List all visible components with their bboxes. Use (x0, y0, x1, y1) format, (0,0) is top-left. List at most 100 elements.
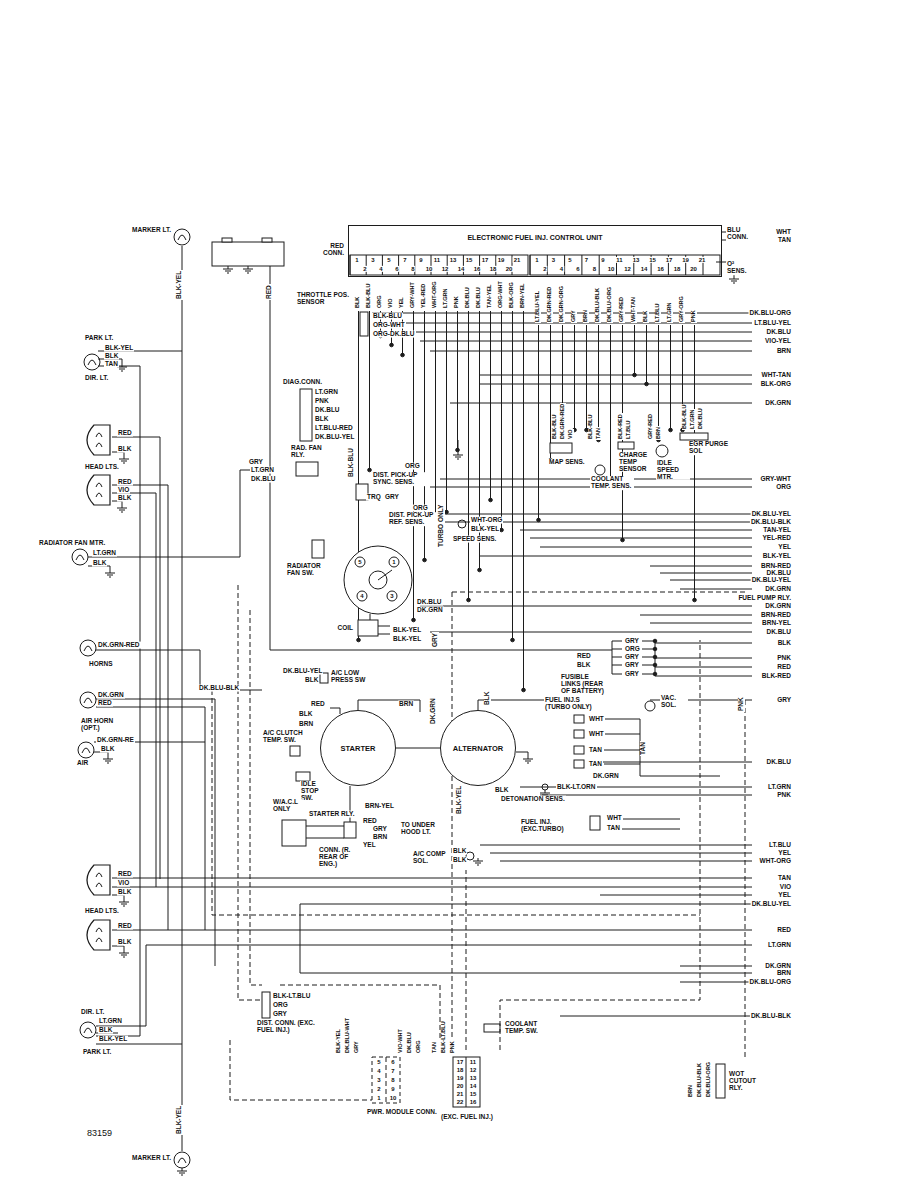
wire-label: DK.BLU-YEL (751, 511, 792, 518)
wire-label: BLK-YEL (392, 627, 422, 634)
wire-label: DK.GRN (764, 586, 792, 593)
wire-label: PNK (776, 792, 792, 799)
wire (112, 452, 124, 456)
wire-label: DK.BLU (765, 629, 792, 636)
wire (694, 325, 695, 600)
wire-label: BLK-YEL (336, 1028, 342, 1054)
wire-label: LT.GRN (92, 550, 117, 557)
wire-label: COOLANT TEMP. SENS. (590, 476, 634, 490)
wire (112, 437, 160, 879)
wire-label: LT.BLU-RED (314, 425, 354, 432)
wire (604, 750, 640, 751)
pin-number: 8 (592, 266, 597, 272)
wire-label: BLK (100, 746, 115, 753)
pin-number: 1 (391, 559, 396, 565)
lamp-filament (96, 873, 102, 887)
wire-label: BLK-RED (761, 673, 792, 680)
wire-label: TAN (777, 237, 792, 244)
wire-label: DK.GRN-ORG (559, 285, 565, 323)
ground-symbol (119, 459, 129, 460)
wire-label: RED (117, 430, 133, 437)
wire (560, 1016, 752, 1017)
wire-label: PNK (450, 1040, 456, 1054)
wire-label: DK.BLU-YEL (282, 668, 323, 675)
wire-label: BLK-BLU (348, 447, 355, 478)
wire-label: RED CONN. (313, 243, 345, 257)
wire-label: CHARGE TEMP SENSOR (618, 452, 652, 472)
ground-symbol (525, 761, 531, 762)
terminal-ring (357, 591, 367, 601)
pin-number: 4 (359, 593, 364, 599)
wire-label: DK.BLU-YEL (751, 901, 792, 908)
wire-label: BLK (117, 889, 132, 896)
wire-label: BRN (776, 970, 792, 977)
wire (650, 623, 752, 624)
wire-label: FUEL INJ. (EXC.TURBO) (520, 819, 578, 833)
wire-label: DK.BLU (416, 599, 443, 606)
wire (604, 734, 640, 735)
wire-label: DK.BLU-YEL (314, 434, 355, 441)
connector-block (350, 255, 528, 275)
wire-label: DK.BLU-ORG (607, 286, 613, 323)
wire-label: BRN (656, 426, 662, 440)
engine-connector (282, 820, 306, 846)
wire-label: YEL (777, 544, 792, 551)
wire (330, 708, 340, 714)
wire-label: TAN (606, 825, 621, 832)
wire-label: ORG (377, 294, 383, 309)
pin-number: 6 (575, 266, 580, 272)
wire-label: ORG-DK.BLU (372, 331, 416, 338)
wire (306, 838, 344, 839)
wire-label: GRY (248, 459, 264, 466)
fan-switch (312, 540, 324, 558)
wire-label: BLK (576, 662, 591, 669)
wire-label: DK.GRN (764, 603, 792, 610)
lamp-bulb (72, 549, 88, 565)
wire (516, 752, 528, 756)
wire-label: BRN (688, 1084, 694, 1098)
pin-number: 16 (656, 266, 665, 272)
wire-label: WHT (606, 815, 623, 822)
wire-label: PWR. MODULE CONN. (366, 1109, 438, 1116)
wire-label: BLK-LT.BLU (272, 993, 311, 1000)
wire-label: DK.GRN-RED (560, 403, 566, 440)
lamp-filament (84, 1028, 92, 1033)
wire (96, 707, 205, 930)
pin-number: 18 (456, 1067, 465, 1073)
wire-label: PNK (776, 655, 792, 662)
wire-label: DK.GRN-RE (96, 737, 135, 744)
wire (88, 566, 110, 570)
pin-number: 20 (689, 266, 698, 272)
wire-label: RED (97, 700, 113, 707)
ground-symbol (105, 573, 115, 574)
wire (306, 826, 344, 827)
headlamp-symbol (87, 475, 110, 505)
wire (490, 311, 491, 500)
wire-label: GRY-WHT (760, 476, 792, 483)
wire-label: GRY (624, 654, 640, 661)
wire (378, 634, 390, 635)
junction-dot (522, 688, 526, 692)
dashed-wire (745, 700, 746, 1060)
junction-dot (500, 528, 504, 532)
wire-label: LT.BLU (655, 302, 661, 323)
ground-symbol (107, 763, 109, 764)
ground-symbol (123, 463, 125, 464)
pin-number: 13 (449, 257, 458, 263)
pin-number: 18 (489, 266, 498, 272)
pin-number: 14 (457, 266, 466, 272)
ground-symbol (227, 273, 229, 274)
wire-label: DK.GRN-RED (547, 286, 553, 323)
wire-label: RED (266, 284, 273, 300)
ground-symbol (223, 269, 233, 270)
pin-number: 9 (418, 257, 423, 263)
wire (88, 470, 262, 557)
pin-number: 3 (551, 257, 556, 263)
wire-label: COOLANT TEMP. SW. (504, 1021, 542, 1035)
pin-number: 3 (389, 593, 394, 599)
wire (410, 522, 752, 523)
wire-label: DK.BLU (314, 407, 341, 414)
rotor-arm (378, 570, 392, 580)
wire (466, 1057, 467, 1107)
